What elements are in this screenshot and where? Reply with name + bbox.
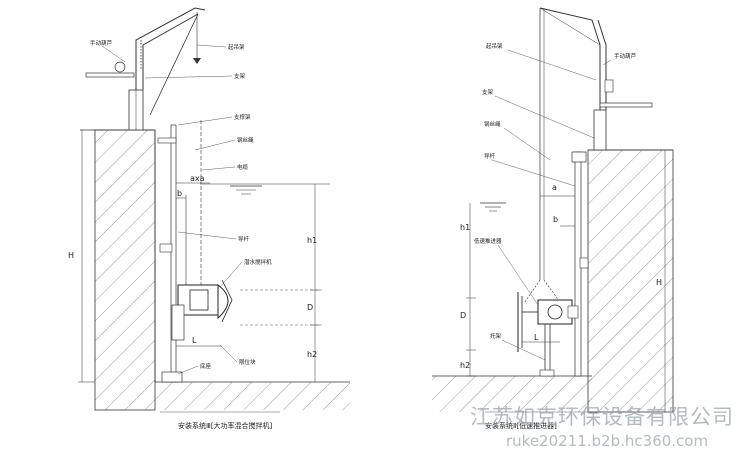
left-dim-h2: h2 (307, 350, 317, 359)
right-label-bracket: 支架 (482, 88, 494, 96)
left-wall (94, 129, 156, 411)
left-label-base: 底座 (200, 362, 212, 370)
right-drawing (432, 7, 674, 413)
left-label-bracket: 支架 (234, 72, 246, 80)
right-caption: 安装系统Ⅱ[低速推进器] (485, 421, 557, 430)
left-dim-h1: h1 (307, 236, 317, 245)
left-label-wire-rope: 钢丝绳 (237, 136, 254, 144)
right-label-hoist-frame: 起吊架 (486, 43, 503, 50)
right-label-hand-hoist: 手动葫芦 (614, 52, 637, 60)
left-dim-L: L (192, 336, 197, 345)
left-drawing (78, 7, 350, 413)
left-label-limit-block: 限位块 (239, 358, 256, 366)
right-dim-h2: h2 (460, 361, 470, 370)
left-dim-D: D (307, 303, 313, 312)
right-dim-D: D (460, 311, 466, 320)
left-label-hoist-frame: 起吊架 (228, 44, 245, 51)
watermark-company: 江苏如克环保设备有限公司 (470, 405, 734, 429)
right-dim-b: b (553, 215, 558, 224)
right-dim-L: L (534, 333, 539, 342)
left-label-guide-rod: 导杆 (238, 235, 250, 243)
right-floor (432, 376, 592, 412)
right-dim-a: a (552, 183, 557, 192)
left-dim-axa: axa (190, 174, 205, 183)
right-wall (587, 149, 674, 413)
left-label-mixer: 潜水搅拌机 (244, 258, 272, 266)
right-dim-h1: h1 (460, 223, 470, 232)
right-dim-H: H (656, 278, 662, 287)
right-label-bracket-bottom: 托架 (490, 332, 502, 340)
left-floor (155, 382, 350, 410)
right-label-guide-rod: 导杆 (484, 152, 496, 160)
right-label-flow-pusher: 低速推进器 (474, 237, 502, 245)
left-caption: 安装系统Ⅲ[大功率混合搅拌机] (178, 421, 273, 430)
left-label-cable: 电缆 (237, 163, 249, 171)
right-label-wire-rope: 钢丝绳 (484, 120, 501, 128)
left-dim-b: b (177, 189, 182, 198)
left-label-hand-hoist: 手动葫芦 (90, 39, 113, 47)
watermark-url: ruke20211.b2b.hc360.com (506, 432, 708, 450)
left-label-support: 支撑架 (234, 113, 251, 121)
left-dim-H: H (68, 251, 74, 260)
